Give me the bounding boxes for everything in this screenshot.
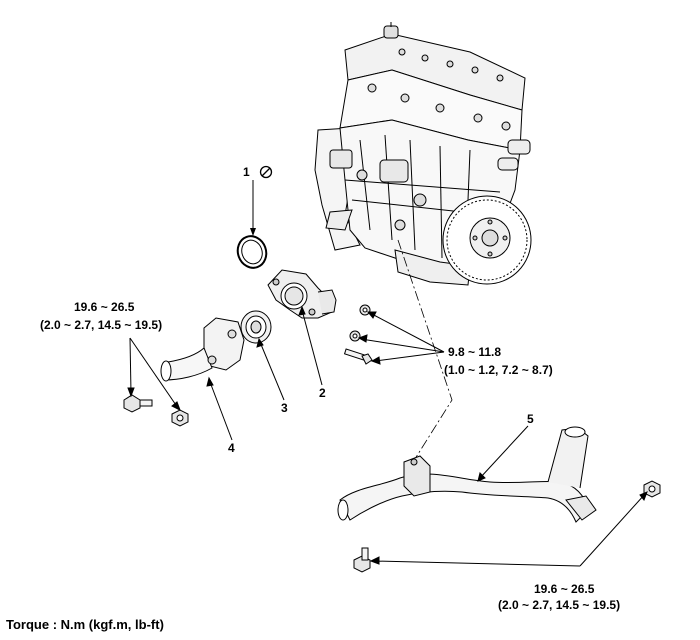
callout-4: 4	[228, 441, 235, 455]
torque-outlet-units: (2.0 ~ 2.7, 14.5 ~ 19.5)	[40, 318, 163, 332]
torque-pipe-units: (2.0 ~ 2.7, 14.5 ~ 19.5)	[498, 598, 621, 612]
housing-fastener-mid	[349, 330, 361, 342]
part5-water-pipe	[337, 425, 597, 523]
leader-lines	[127, 311, 648, 567]
do-not-reuse-icon	[259, 165, 273, 179]
assembly-centerline	[397, 239, 453, 471]
torque-outlet-value: 19.6 ~ 26.5	[74, 300, 135, 314]
part4-water-inlet-fitting	[160, 317, 245, 441]
part2-thermostat-housing	[267, 269, 337, 386]
part3-thermostat	[240, 310, 285, 401]
callout-3: 3	[281, 401, 288, 415]
callout-2: 2	[319, 386, 326, 400]
outlet-bolt-left	[123, 394, 153, 413]
torque-housing-value: 9.8 ~ 11.8	[448, 345, 502, 359]
part1-o-ring	[236, 180, 268, 269]
callout-5: 5	[527, 412, 534, 426]
torque-housing-units: (1.0 ~ 1.2, 7.2 ~ 8.7)	[444, 363, 553, 377]
torque-pipe-value: 19.6 ~ 26.5	[534, 582, 595, 596]
housing-fastener-top	[359, 304, 371, 316]
callout-1: 1	[243, 165, 250, 179]
torque-units-legend: Torque : N.m (kgf.m, lb-ft)	[6, 617, 164, 632]
housing-bolt-long	[343, 348, 373, 365]
engine-assembly	[314, 22, 532, 286]
pipe-bolt-lower	[353, 547, 371, 573]
outlet-nut-right	[171, 409, 189, 427]
